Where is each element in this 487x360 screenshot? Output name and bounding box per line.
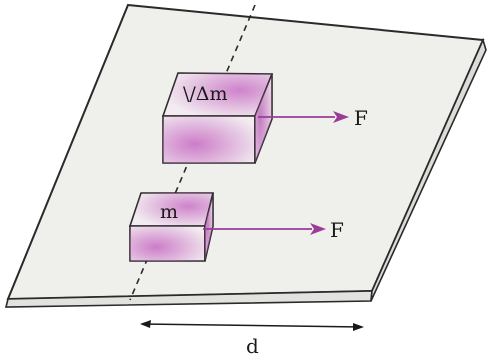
arrowhead-right-icon <box>353 323 364 331</box>
arrowhead-icon <box>333 111 349 123</box>
distance-dimension <box>140 320 364 331</box>
force-arrow-bottom <box>203 223 326 235</box>
force-label-bottom: F <box>330 218 344 242</box>
distance-label: d <box>246 334 259 358</box>
big-mass-label: \/Δm <box>183 83 228 105</box>
small-box: m <box>128 192 215 262</box>
force-label-top: F <box>354 106 368 130</box>
arrowhead-icon <box>310 223 326 235</box>
small-mass-label: m <box>160 201 178 223</box>
force-arrow-top <box>258 111 349 123</box>
big-box: \/Δm <box>161 72 274 164</box>
arrowhead-left-icon <box>140 320 151 328</box>
plate-right-edge <box>370 37 487 302</box>
